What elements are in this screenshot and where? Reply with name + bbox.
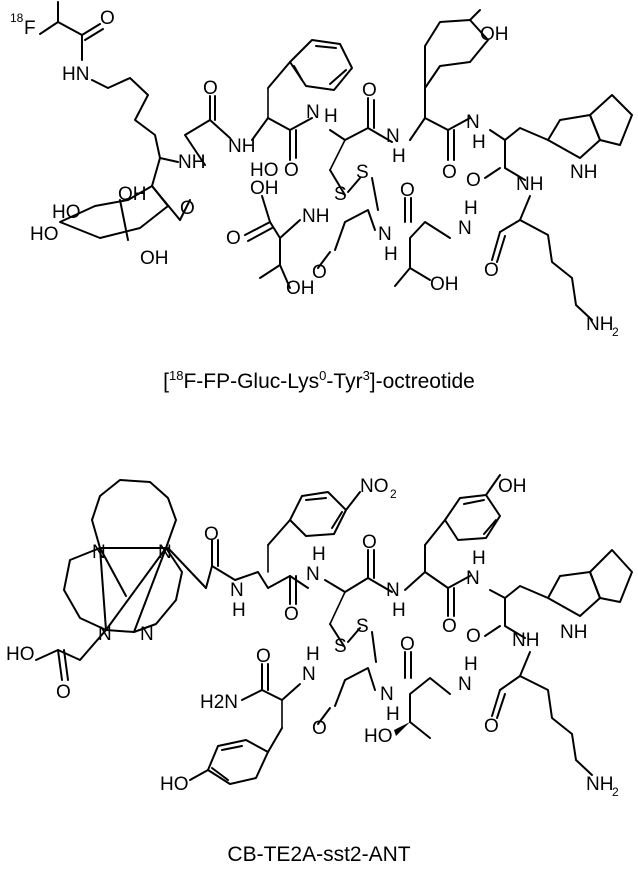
atom-label: N [458,218,472,239]
compound-name-bottom: CB-TE2A-sst2-ANT [227,843,411,866]
atom-label: 18 [10,11,24,25]
atom-label: N [158,542,172,563]
atom-label: OH [498,476,527,497]
atom-label: N [92,542,106,563]
atom-label: HO [160,774,189,795]
atom-label: N [302,664,316,685]
atom-label: 2 [612,785,619,799]
atom-label: HO [250,160,279,181]
atom-label: NH [586,314,613,335]
atom-label: H [392,600,406,621]
atom-label: H [232,600,246,621]
atom-label: N [380,684,394,705]
atom-label: NO [360,476,389,497]
atom-label: N [386,126,400,147]
atom-label: NH [228,136,255,157]
atom-label: OH [480,24,509,45]
atom-label: H [464,198,478,219]
atom-label: F [24,18,36,39]
structure-bottom: NO 2 OH O N H O N H O N H O N H [6,474,633,799]
atom-label: NH [512,630,539,651]
atom-label: NH [302,206,329,227]
atom-label: O [312,718,327,739]
atom-label: 2 [612,325,619,339]
atom-label: NH [178,152,205,173]
atom-label: O [256,646,271,667]
atom-label: O [284,160,299,181]
atom-label: O [466,626,481,647]
atom-label: NH [560,622,587,643]
atom-label: N [230,580,244,601]
atom-label: N [98,624,112,645]
atom-label: O [400,634,415,655]
atom-label: HO [52,202,81,223]
atom-label: S [334,636,347,657]
atom-label: H [312,544,326,565]
atom-label: O [484,260,499,281]
atom-label: N [306,102,320,123]
atom-label: H [472,548,486,569]
atom-label: O [362,80,377,101]
atom-label: H [306,644,320,665]
atom-label: 2 [390,487,397,501]
atom-label: O [180,198,195,219]
atom-label: HO [364,726,393,747]
atom-label: NH [586,774,613,795]
atom-label: N [378,224,392,245]
compound-name-top: [18F-FP-Gluc-Lys0-Tyr3]-octreotide [163,368,475,393]
atom-label: S [334,184,347,205]
atom-label: O [226,228,241,249]
atom-label: O [204,524,219,545]
atom-label: H [392,146,406,167]
atom-label: N [140,624,154,645]
atom-label: O [362,532,377,553]
atom-label: OH [118,184,147,205]
atom-label: O [442,162,457,183]
atom-label: HO [30,224,59,245]
atom-label: HO [6,644,35,665]
atom-label: NH [570,162,597,183]
atom-label: O [484,716,499,737]
atom-label: O [56,682,71,703]
atom-label: H [384,244,398,265]
atom-label: OH [250,178,279,199]
atom-label: H [472,132,486,153]
atom-label: N [306,564,320,585]
atom-label: S [356,616,369,637]
atom-label: S [356,162,369,183]
atom-label: N [466,112,480,133]
atom-label: H2N [200,692,238,713]
atom-label: OH [430,274,459,295]
atom-label: N [386,580,400,601]
atom-label: O [312,262,327,283]
atom-label: H [464,654,478,675]
atom-label: O [284,604,299,625]
atom-label: O [466,170,481,191]
atom-label: H [386,704,400,725]
atom-label: OH [140,248,169,269]
atom-label: O [400,180,415,201]
atom-label: NH [516,174,543,195]
atom-label: O [100,8,115,29]
atom-label: O [203,78,218,99]
atom-label: HN [62,64,89,85]
atom-label: N [466,568,480,589]
structure-top: 18 F O HN NH O HO HO OH OH O NH O [10,1,633,339]
atom-label: OH [286,278,315,299]
atom-label: H [324,106,338,127]
atom-label: N [458,674,472,695]
atom-label: O [442,616,457,637]
